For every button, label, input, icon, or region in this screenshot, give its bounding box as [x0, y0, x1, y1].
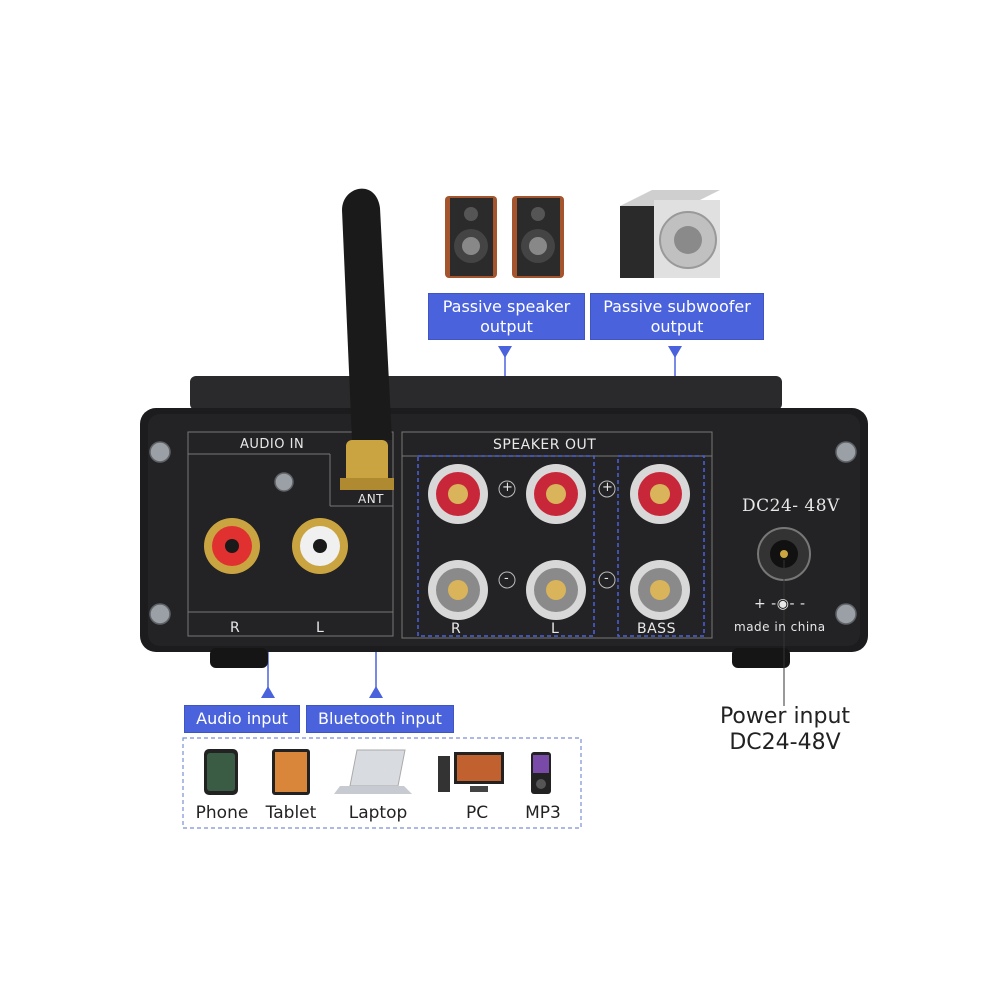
passive-subwoofer-output-callout: Passive subwoofer output: [590, 293, 764, 340]
power-input-line-2: DC24-48V: [729, 730, 841, 755]
rca-jack-right: [204, 518, 260, 574]
plus-sign: +: [602, 480, 614, 495]
rca-r-label: R: [230, 620, 241, 636]
bluetooth-input-callout: Bluetooth input: [306, 705, 454, 733]
callout-line-2: output: [480, 316, 533, 336]
callout-line-1: Passive subwoofer: [603, 296, 751, 316]
binding-post-l-plus: [526, 464, 586, 524]
subwoofer: [620, 190, 720, 278]
callout-text: Audio input: [196, 709, 288, 728]
speaker-l-label: L: [551, 621, 560, 637]
binding-post-bass-plus: [630, 464, 690, 524]
phone-icon: [204, 749, 238, 795]
callout-text: Bluetooth input: [318, 709, 442, 728]
passive-speaker-output-callout: Passive speaker output: [428, 293, 585, 340]
device-label-pc: PC: [465, 803, 489, 823]
device-label-mp3: MP3: [525, 803, 561, 823]
binding-post-bass-minus: [630, 560, 690, 620]
device-label-laptop: Laptop: [348, 803, 408, 823]
callout-line-1: Passive speaker: [442, 296, 571, 316]
minus-sign: -: [504, 571, 510, 586]
rca-l-label: L: [316, 620, 325, 636]
made-in-label: made in china: [734, 620, 826, 634]
rca-jack-left: [292, 518, 348, 574]
audio-input-callout: Audio input: [184, 705, 300, 733]
device-label-phone: Phone: [195, 803, 249, 823]
speaker-out-label: SPEAKER OUT: [493, 437, 597, 453]
speaker-r-label: R: [451, 621, 462, 637]
power-input-line-1: Power input: [719, 704, 851, 729]
callout-line-2: output: [650, 316, 704, 336]
bluetooth-antenna: [340, 188, 394, 490]
laptop-icon: [334, 749, 412, 794]
dc-power-jack: [757, 527, 811, 581]
ant-label: ANT: [358, 492, 385, 506]
binding-post-l-minus: [526, 560, 586, 620]
binding-post-r-plus: [428, 464, 488, 524]
minus-sign: -: [604, 571, 610, 586]
polarity-symbol: + -◉- -: [754, 596, 806, 612]
device-label-tablet: Tablet: [265, 803, 317, 823]
pc-icon: [438, 752, 504, 792]
plus-sign: +: [502, 480, 514, 495]
dc-voltage-label: DC24- 48V: [742, 496, 840, 516]
mp3-player-icon: [531, 752, 551, 794]
bookshelf-speaker-right: [512, 196, 564, 278]
bookshelf-speaker-left: [445, 196, 497, 278]
audio-in-label: AUDIO IN: [240, 437, 305, 452]
bass-label: BASS: [637, 621, 676, 637]
power-input-label: Power input DC24-48V: [700, 704, 870, 756]
tablet-icon: [272, 749, 310, 795]
binding-post-r-minus: [428, 560, 488, 620]
